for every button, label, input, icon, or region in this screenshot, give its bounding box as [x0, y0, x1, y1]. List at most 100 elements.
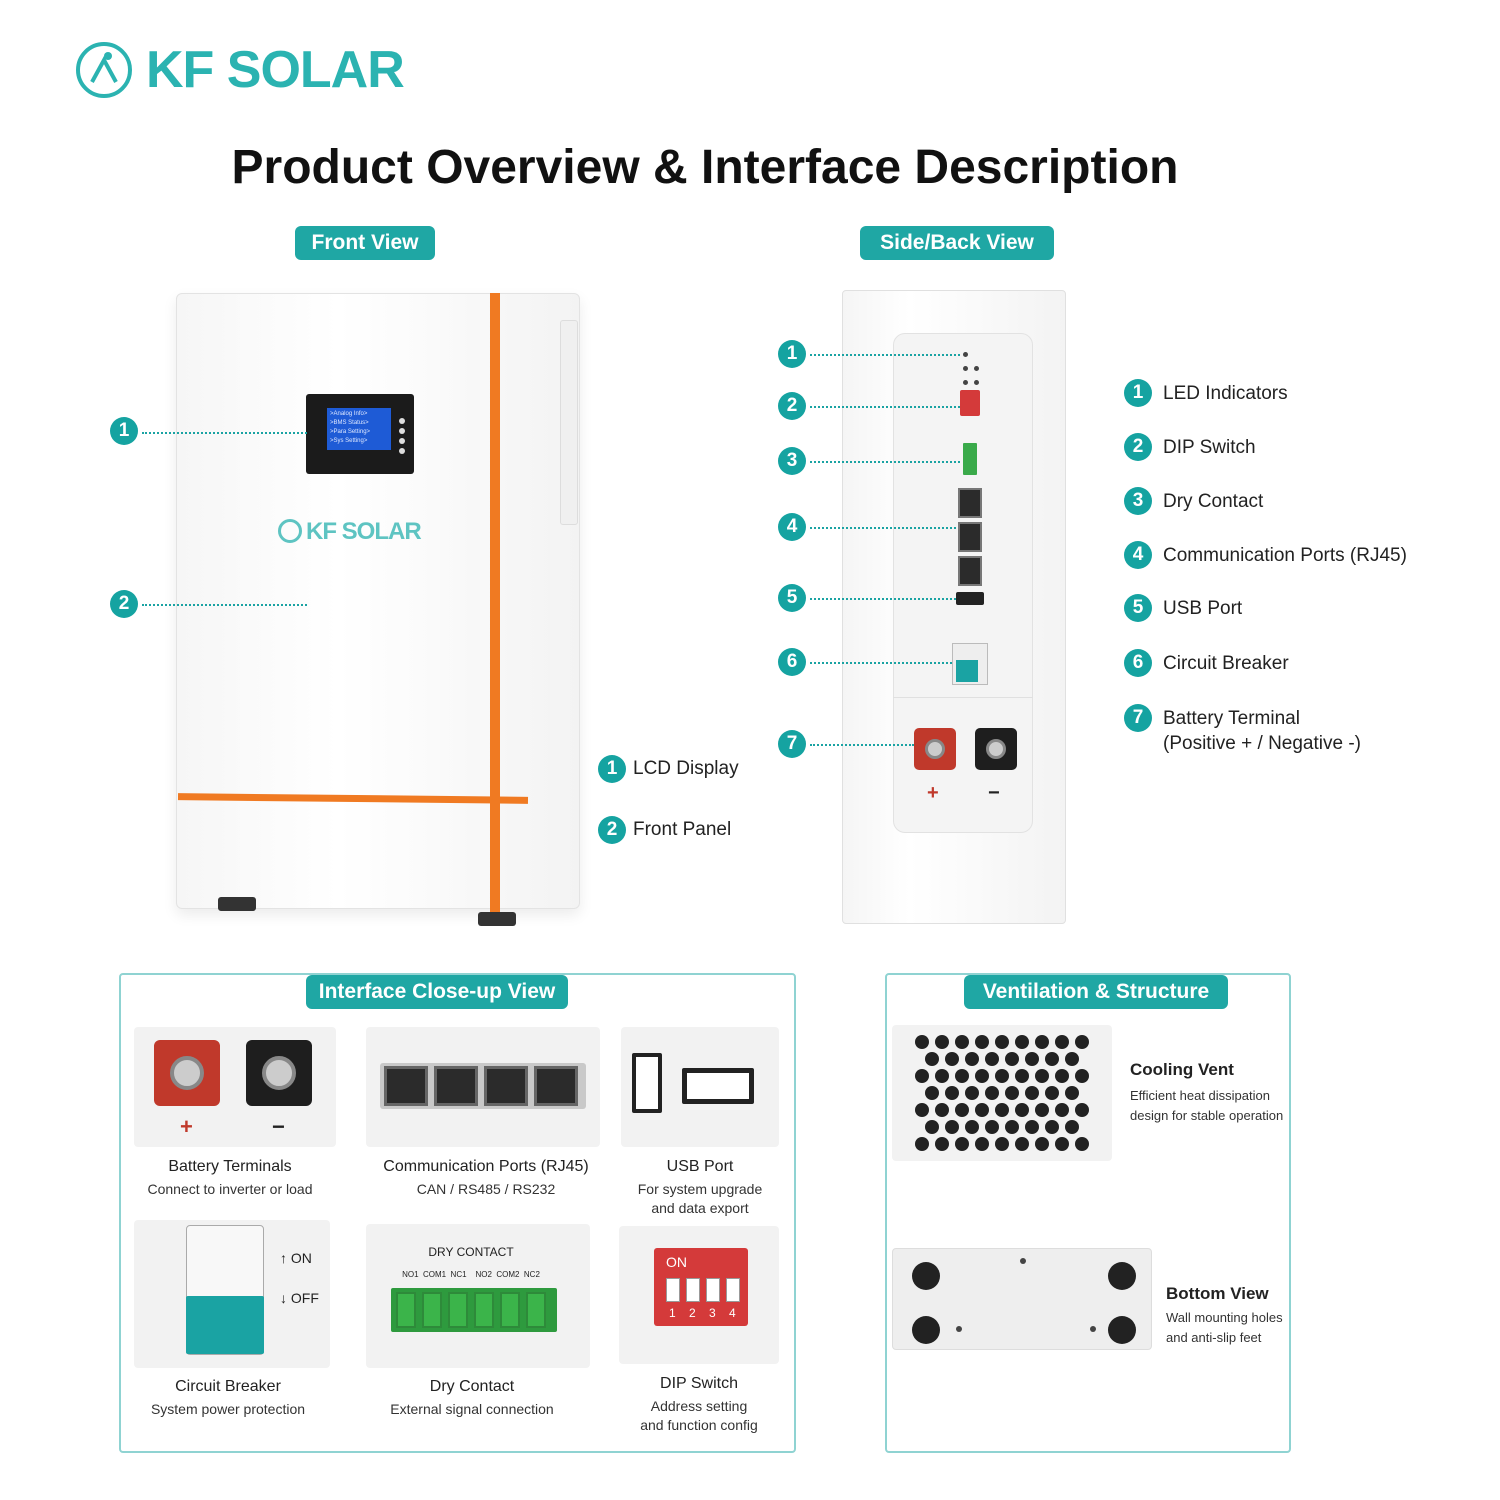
- back-legend-4-marker: 4: [1124, 541, 1152, 569]
- tile-usb-port-sub2: and data export: [651, 1200, 749, 1216]
- positive-terminal-bolt: [170, 1056, 204, 1090]
- bottom-view-sub2: and anti-slip feet: [1166, 1330, 1262, 1345]
- dip-num-4: 4: [729, 1306, 736, 1320]
- dry-contact-heading: DRY CONTACT: [428, 1245, 514, 1259]
- back-legend-6-marker: 6: [1124, 649, 1152, 677]
- rj45-port: [958, 556, 982, 586]
- dry-contact-pin: [526, 1292, 546, 1328]
- front-foot-right: [478, 912, 516, 926]
- tile-battery-terminals-sub: Connect to inverter or load: [147, 1181, 313, 1197]
- anti-slip-foot: [912, 1316, 940, 1344]
- dip-switch-lever: [666, 1278, 680, 1302]
- cooling-vent-sub2: design for stable operation: [1130, 1108, 1284, 1123]
- front-view-heading: Front View: [295, 226, 435, 260]
- rj45-port-closeup: [484, 1066, 528, 1106]
- back-legend-4-label: Communication Ports (RJ45): [1163, 545, 1407, 566]
- lcd-button: [399, 418, 405, 424]
- back-callout-7-marker: 7: [778, 730, 806, 758]
- tile-communication-ports-title: Communication Ports (RJ45): [383, 1158, 589, 1175]
- back-legend-7-marker: 7: [1124, 704, 1152, 732]
- tile-circuit-breaker-sub: System power protection: [150, 1401, 306, 1417]
- usb-port-small: [956, 592, 984, 605]
- side-back-view-heading: Side/Back View: [860, 226, 1054, 260]
- back-legend-3-marker: 3: [1124, 487, 1152, 515]
- tile-dry-contact-title: Dry Contact: [429, 1378, 515, 1395]
- back-legend-2-marker: 2: [1124, 433, 1152, 461]
- front-callout-1-marker: 1: [110, 417, 138, 445]
- mounting-hole: [956, 1326, 962, 1332]
- front-brand-logo-icon: [278, 519, 302, 543]
- led-indicator: [974, 380, 979, 385]
- tile-dry-contact-sub: External signal connection: [390, 1401, 554, 1417]
- back-legend-5-label: USB Port: [1163, 598, 1243, 619]
- back-legend-1-label: LED Indicators: [1163, 383, 1288, 404]
- front-battery-unit: [176, 293, 580, 909]
- back-callout-2-marker: 2: [778, 392, 806, 420]
- breaker-off-text: OFF: [290, 1290, 319, 1306]
- front-legend-2-marker: 2: [598, 816, 626, 844]
- rj45-port: [958, 488, 982, 518]
- back-callout-6-marker: 6: [778, 648, 806, 676]
- positive-terminal-bolt: [925, 739, 945, 759]
- front-handle-slot: [560, 320, 578, 525]
- back-legend-6-label: Circuit Breaker: [1163, 653, 1289, 674]
- negative-sign: −: [988, 782, 1000, 804]
- dry-contact-pin: [422, 1292, 442, 1328]
- back-callout-3-marker: 3: [778, 447, 806, 475]
- mounting-hole: [1020, 1258, 1026, 1264]
- lcd-screen: >Analog Info> >BMS Status> >Para Setting…: [327, 408, 391, 450]
- tile-usb-port-title: USB Port: [666, 1158, 734, 1175]
- led-indicator: [963, 380, 968, 385]
- lcd-line: >BMS Status>: [330, 420, 369, 426]
- lcd-line: >Analog Info>: [330, 411, 368, 417]
- usb-port-vertical: [632, 1053, 662, 1113]
- tile-dip-switch-sub: Address setting: [650, 1398, 748, 1414]
- front-panel-brand: KF SOLAR: [278, 518, 422, 546]
- front-callout-2-leader: [142, 604, 307, 606]
- back-callout-2-leader: [810, 406, 960, 408]
- negative-terminal-bolt: [986, 739, 1006, 759]
- front-callout-2-marker: 2: [110, 590, 138, 618]
- dip-on-label: ON: [666, 1254, 687, 1270]
- usb-port-horizontal: [682, 1068, 754, 1104]
- back-panel-divider: [893, 697, 1033, 698]
- back-callout-3-leader: [810, 461, 960, 463]
- tile-dip-switch-sub2: and function config: [640, 1417, 758, 1433]
- front-legend-1-label: LCD Display: [633, 758, 739, 779]
- rj45-port-closeup: [434, 1066, 478, 1106]
- dip-switch-lever: [686, 1278, 700, 1302]
- back-legend-7-sublabel: (Positive + / Negative -): [1163, 733, 1361, 754]
- back-callout-7-leader: [810, 744, 914, 746]
- led-indicator: [963, 366, 968, 371]
- back-legend-2-label: DIP Switch: [1163, 437, 1256, 458]
- circuit-breaker-toggle: [956, 660, 978, 682]
- dry-contact-pin: [448, 1292, 468, 1328]
- front-legend-2-label: Front Panel: [633, 819, 732, 840]
- dip-switch-lever: [706, 1278, 720, 1302]
- rj45-port-closeup: [534, 1066, 578, 1106]
- dry-contact-pin: [500, 1292, 520, 1328]
- dip-switch-lever: [726, 1278, 740, 1302]
- dry-contact-pin-labels: NO1 COM1 NC1 NO2 COM2 NC2: [402, 1270, 540, 1279]
- dip-switch-small: [960, 390, 980, 416]
- lcd-button: [399, 428, 405, 434]
- tile-communication-ports-sub: CAN / RS485 / RS232: [416, 1181, 556, 1197]
- lcd-button: [399, 448, 405, 454]
- back-legend-5-marker: 5: [1124, 594, 1152, 622]
- ventilation-heading: Ventilation & Structure: [964, 975, 1228, 1009]
- back-legend-7-label: Battery Terminal: [1163, 708, 1300, 729]
- back-callout-1-marker: 1: [778, 340, 806, 368]
- front-legend-1-marker: 1: [598, 755, 626, 783]
- back-callout-5-leader: [810, 598, 956, 600]
- breaker-on-label: ↑ ON: [280, 1250, 312, 1266]
- bottom-view-sub: Wall mounting holes: [1166, 1310, 1283, 1325]
- rj45-port-closeup: [384, 1066, 428, 1106]
- cooling-vent-sub: Efficient heat dissipation: [1130, 1088, 1270, 1103]
- page-title: Product Overview & Interface Description: [231, 141, 1179, 194]
- brand-name: KF SOLAR: [146, 41, 405, 99]
- closeup-heading: Interface Close-up View: [306, 975, 568, 1009]
- negative-terminal-bolt: [262, 1056, 296, 1090]
- breaker-on-text: ON: [290, 1250, 312, 1266]
- back-callout-4-marker: 4: [778, 513, 806, 541]
- breaker-off-label: ↓ OFF: [280, 1290, 319, 1306]
